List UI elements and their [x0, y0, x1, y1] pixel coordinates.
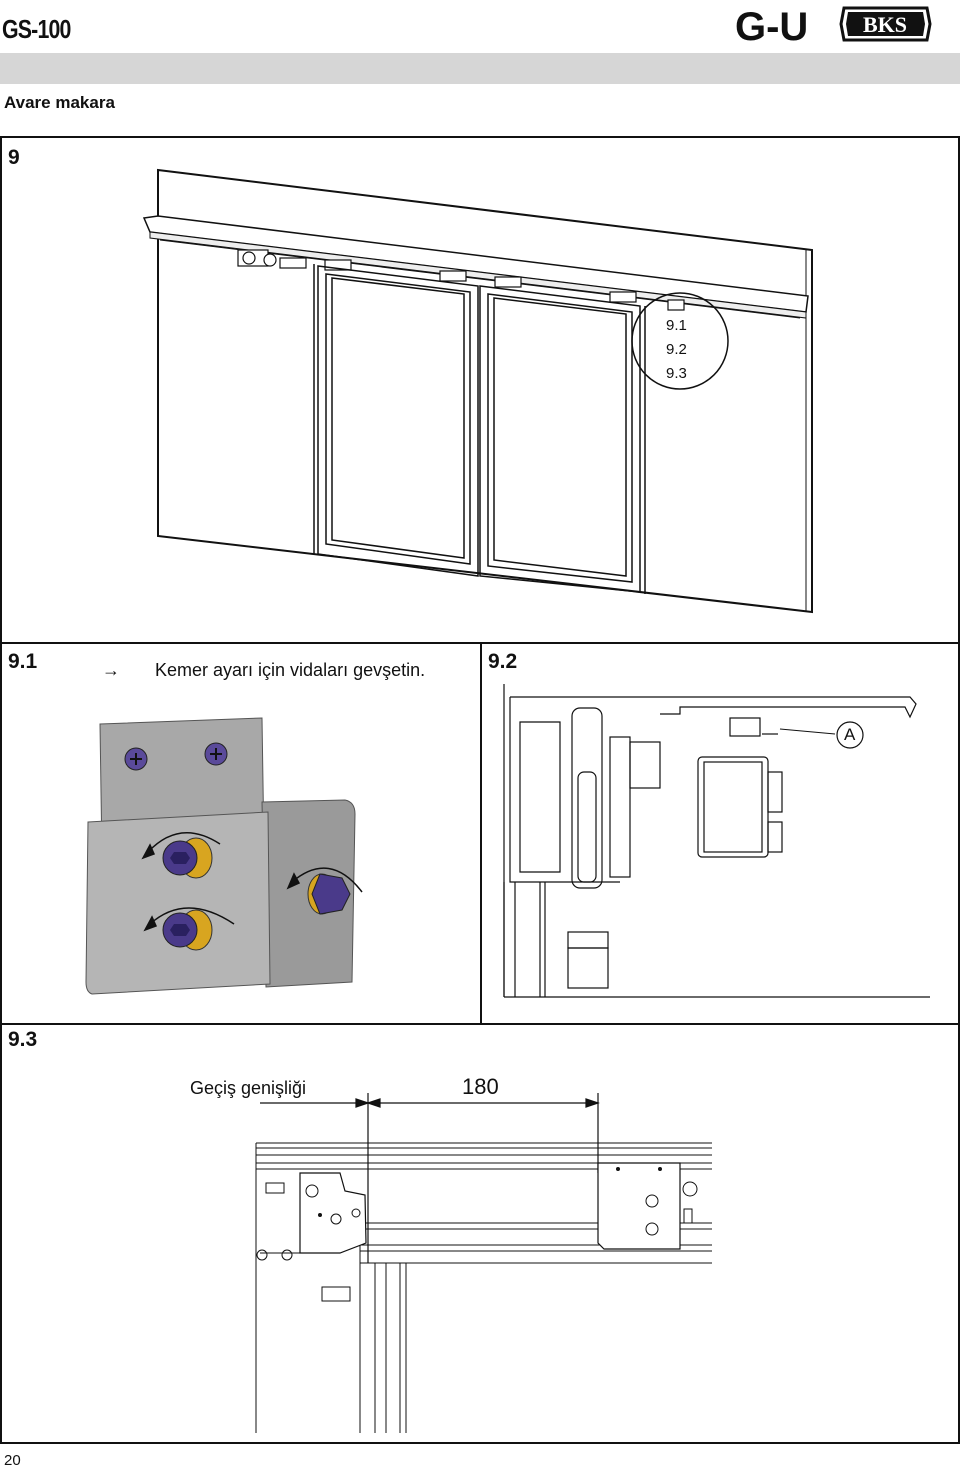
instruction-text: Kemer ayarı için vidaları gevşetin. [155, 660, 426, 680]
page-number: 20 [4, 1452, 21, 1469]
hex-socket-screw-icon [162, 837, 213, 951]
gu-logo: G-U [735, 5, 808, 49]
gu-logo-text: G-U [735, 5, 808, 49]
hex-bolt-icon [307, 873, 351, 915]
product-title: GS-100 [2, 14, 71, 44]
callout-9-1: 9.1 [666, 317, 687, 334]
section-title: Avare makara [4, 93, 115, 112]
bks-logo: BKS [839, 6, 932, 42]
callout-a: A [844, 725, 856, 744]
right-arrow-icon: → [102, 660, 120, 680]
callout-9-2: 9.2 [666, 341, 687, 358]
rotation-arrow-icon [141, 832, 363, 932]
passage-width-drawing [255, 1093, 712, 1433]
figure-9-1-label: 9.1 [8, 650, 38, 673]
callout-9-3: 9.3 [666, 365, 687, 382]
figure-9-label: 9 [8, 146, 20, 169]
roller-section-drawing [503, 684, 930, 998]
figure-9-2-label: 9.2 [488, 650, 518, 673]
header-bar [0, 53, 960, 84]
phillips-screw-icon [124, 742, 228, 771]
passage-width-label: Geçiş genişliği [190, 1078, 307, 1098]
figure-9-3-panel [0, 1023, 960, 1444]
sliding-door-drawing [142, 168, 813, 614]
bks-logo-text: BKS [863, 12, 907, 37]
dimension-value: 180 [462, 1074, 499, 1099]
figure-9-3-label: 9.3 [8, 1028, 38, 1051]
bracket-screws-drawing [85, 717, 363, 995]
